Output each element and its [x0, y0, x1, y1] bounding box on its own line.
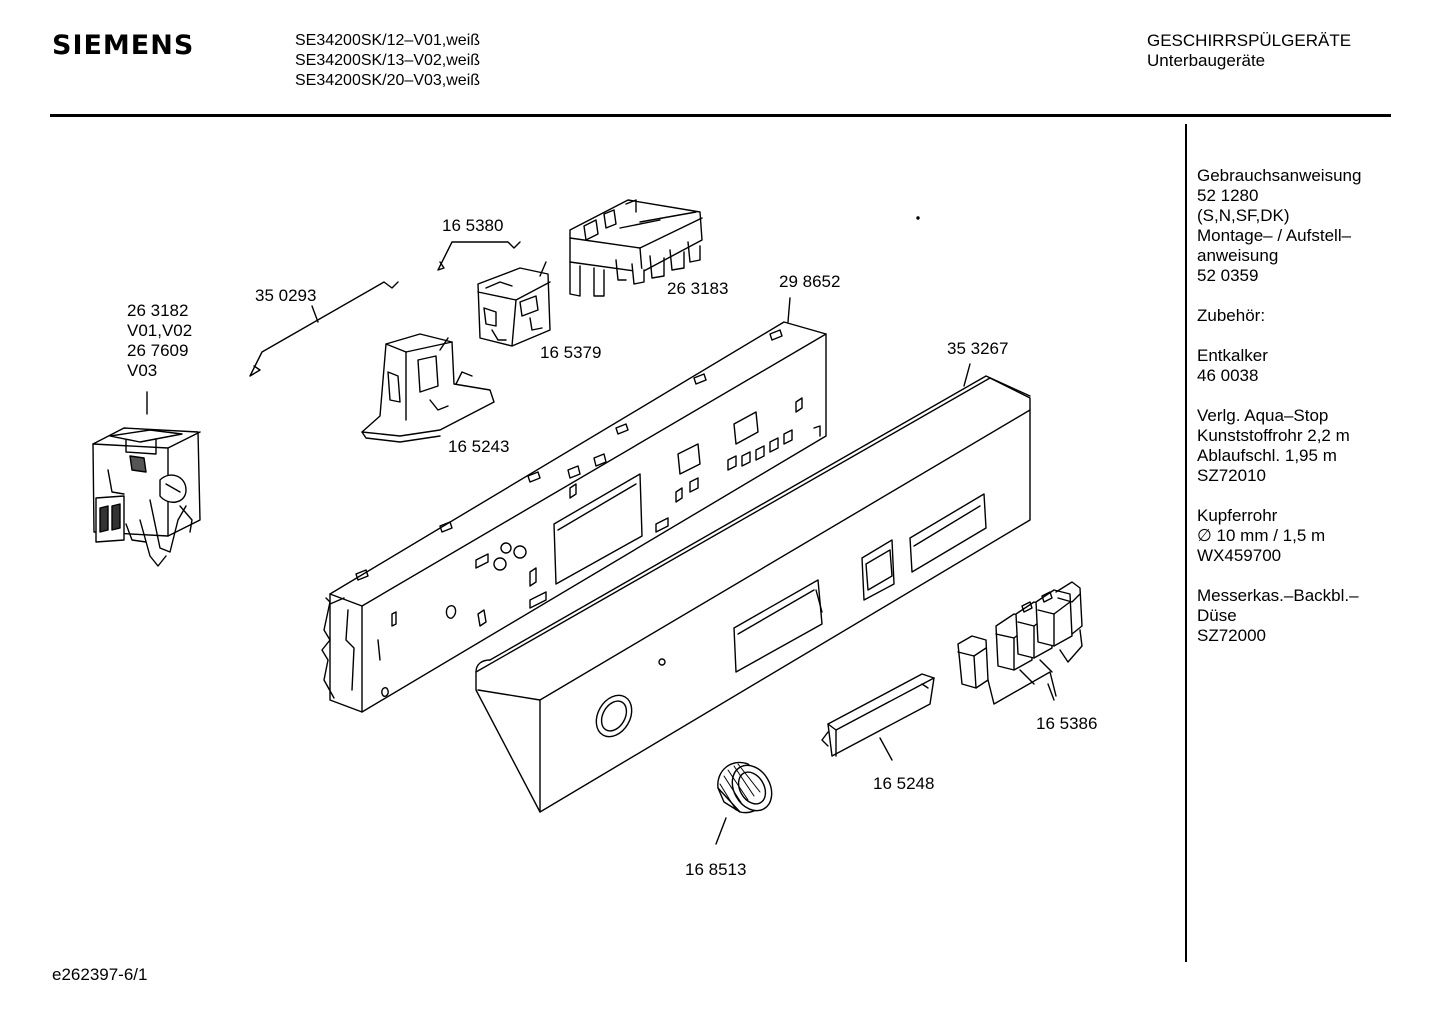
part-label-line: 26 3182 [127, 301, 189, 320]
sidebar-line: SZ72000 [1197, 626, 1266, 645]
part-label-263183: 26 3183 [667, 279, 729, 298]
sidebar-line: Gebrauchsanweisung [1197, 166, 1362, 185]
category-line: Unterbaugeräte [1147, 51, 1266, 70]
sidebar-line: ∅ 10 mm / 1,5 m [1197, 526, 1326, 545]
sidebar-line: Düse [1197, 606, 1237, 625]
sidebar-line: 52 0359 [1197, 266, 1259, 285]
nozzle-block: Messerkas.–Backbl.– Düse SZ72000 [1197, 586, 1437, 646]
leader-165386 [1048, 684, 1054, 700]
sidebar-line: Kunststoffrohr 2,2 m [1197, 426, 1350, 445]
part-label-165386: 16 5386 [1036, 714, 1098, 733]
sidebar-line: Verlg. Aqua–Stop [1197, 406, 1329, 425]
part-label-165243: 16 5243 [448, 437, 510, 456]
leader-168513 [716, 818, 726, 844]
sidebar-line: Montage– / Aufstell– [1197, 226, 1352, 245]
display-holder-part [362, 334, 494, 442]
appliance-category: GESCHIRRSPÜLGERÄTE Unterbaugeräte [1147, 31, 1351, 71]
sidebar-line: Entkalker [1197, 346, 1268, 365]
sidebar-line: Zubehör: [1197, 306, 1266, 325]
part-label-168513: 16 8513 [685, 860, 747, 879]
copper-pipe-block: Kupferrohr ∅ 10 mm / 1,5 m WX459700 [1197, 506, 1437, 566]
leader-298652 [788, 298, 790, 322]
model-list: SE34200SK/12–V01,weiß SE34200SK/13–V02,w… [295, 31, 480, 91]
model-line: SE34200SK/12–V01,weiß [295, 32, 481, 49]
stray-dot [917, 217, 919, 219]
leader-350293 [312, 306, 318, 322]
model-line: SE34200SK/13–V02,weiß [295, 52, 481, 69]
header-divider [50, 114, 1391, 117]
control-fascia-part [476, 376, 1030, 812]
part-label-line: V01,V02 [127, 321, 193, 340]
rotary-knob-part [718, 758, 780, 818]
accessories-heading: Zubehör: [1197, 306, 1437, 326]
part-label-line: V03 [127, 361, 158, 380]
document-code: e262397-6/1 [52, 965, 148, 984]
leader-353267 [964, 364, 970, 386]
wire-link-part [438, 242, 520, 270]
switch-housing-part [478, 262, 550, 346]
part-label-line: 26 7609 [127, 341, 189, 360]
aquastop-block: Verlg. Aqua–Stop Kunststoffrohr 2,2 m Ab… [1197, 406, 1437, 486]
sidebar-line: (S,N,SF,DK) [1197, 206, 1290, 225]
part-label-353267: 35 3267 [947, 339, 1009, 358]
part-label-165380: 16 5380 [442, 216, 504, 235]
button-switch-block-part [570, 200, 702, 296]
part-label-350293: 35 0293 [255, 286, 317, 305]
part-label-263182: 26 3182 V01,V02 26 7609 V03 [127, 301, 192, 381]
sidebar-line: SZ72010 [1197, 466, 1266, 485]
panel-carrier-part [322, 322, 826, 712]
part-label-298652: 29 8652 [779, 272, 841, 291]
descaler-block: Entkalker 46 0038 [1197, 346, 1437, 386]
sidebar-line: Ablaufschl. 1,95 m [1197, 446, 1337, 465]
sidebar-line: Kupferrohr [1197, 506, 1278, 525]
part-label-165248: 16 5248 [873, 774, 935, 793]
part-label-165379: 16 5379 [540, 343, 602, 362]
sidebar-line: 46 0038 [1197, 366, 1259, 385]
wire-harness-part [250, 282, 398, 376]
category-line: GESCHIRRSPÜLGERÄTE [1147, 31, 1352, 50]
program-switch-part [93, 428, 200, 566]
sidebar-line: WX459700 [1197, 546, 1282, 565]
siemens-logo: SIEMENS [52, 30, 195, 61]
sidebar-line: Messerkas.–Backbl.– [1197, 586, 1359, 605]
manual-block: Gebrauchsanweisung 52 1280 (S,N,SF,DK) M… [1197, 166, 1437, 286]
sidebar-divider [1185, 124, 1187, 962]
cover-strip-part [822, 674, 934, 756]
push-buttons-part [958, 582, 1082, 704]
sidebar-line: anweisung [1197, 246, 1279, 265]
leader-165248 [880, 738, 892, 760]
accessory-sidebar: Gebrauchsanweisung 52 1280 (S,N,SF,DK) M… [1197, 166, 1437, 666]
sidebar-line: 52 1280 [1197, 186, 1259, 205]
model-line: SE34200SK/20–V03,weiß [295, 72, 481, 89]
exploded-parts-drawing [0, 0, 1180, 1019]
